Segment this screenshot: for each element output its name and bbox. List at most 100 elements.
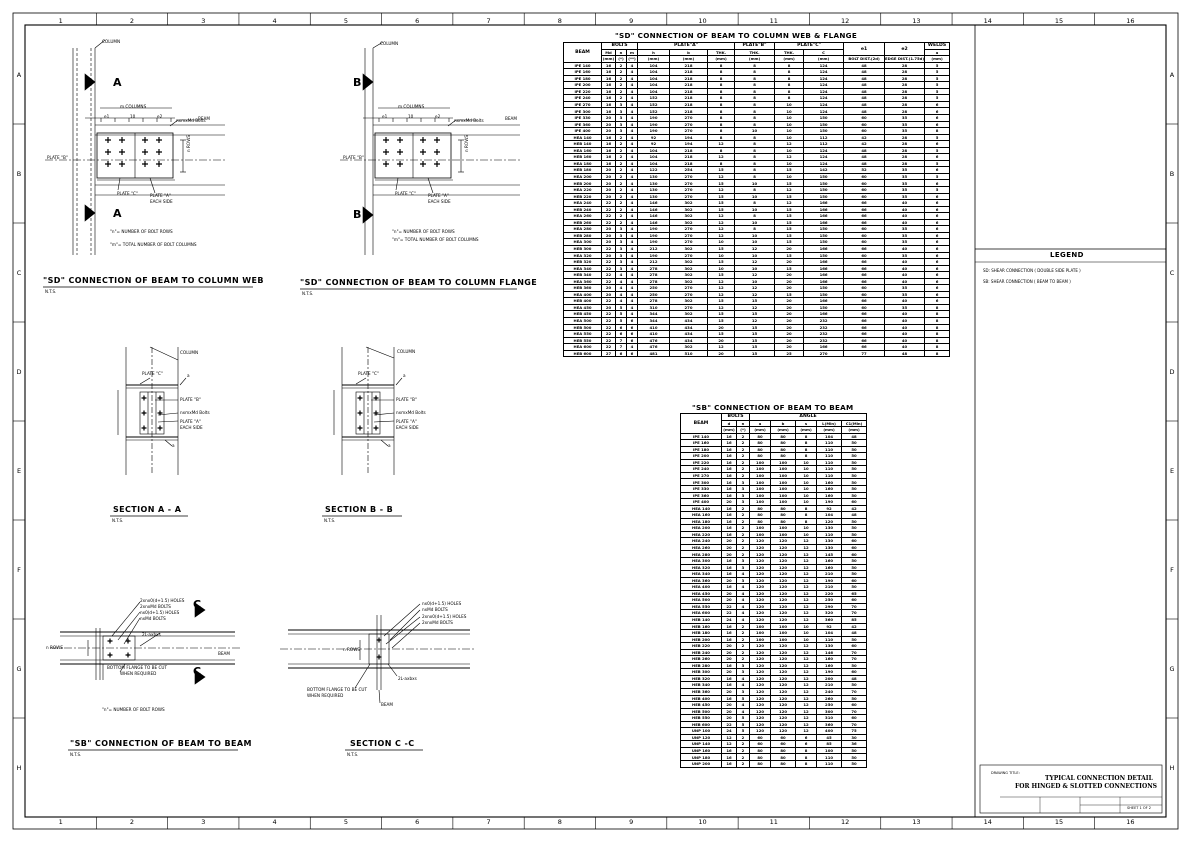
bolt-icon [142, 137, 148, 143]
table-cell: 481 [637, 349, 670, 358]
sd-unit-cell: (mm) [601, 55, 616, 63]
bolt-icon [383, 161, 389, 167]
table-cell: 166 [803, 218, 845, 227]
grid-row-label: D [16, 367, 22, 376]
table-cell: HEB 600 [563, 349, 602, 358]
web-e2-label: e2 [157, 114, 163, 119]
grid-column-label: 15 [1054, 17, 1064, 25]
web-plate-c-label: PLATE "C" [117, 191, 138, 196]
table-cell: 6 [924, 140, 951, 148]
web-bolts-label: nxmxMd Bolts [176, 118, 206, 123]
secC-holes2-label: 2xnx0(d+1.5) HOLES [422, 614, 467, 619]
table-cell: 50 [841, 760, 868, 768]
bolt-icon [142, 161, 148, 167]
table-cell: 166 [803, 205, 845, 214]
sd-group-header: e1 [843, 41, 886, 57]
table-cell: 8 [706, 146, 736, 155]
web-d10-label: 10 [130, 114, 136, 119]
secA-each-side-label: EACH SIDE [180, 425, 203, 430]
secB-each-side-label: EACH SIDE [396, 425, 419, 430]
grid-row-label: C [16, 268, 22, 277]
sb-group-header: BEAM [680, 413, 722, 434]
grid-row-label: A [16, 70, 22, 79]
sd-group-header: e2 [884, 41, 926, 57]
section-b-marker-top: B [353, 76, 362, 89]
bolt-icon [397, 149, 403, 155]
flange-e2-label: e2 [435, 114, 441, 119]
table-cell: 150 [803, 179, 845, 187]
grid-column-label: 11 [769, 17, 778, 25]
table-cell: 8 [706, 133, 736, 142]
secA-a-label-bottom: a [172, 443, 175, 448]
web-plate-a-label: PLATE "A" [150, 193, 171, 198]
sb-table-title: "SB" CONNECTION OF BEAM TO BEAM [692, 403, 854, 412]
grid-row-label: B [16, 169, 22, 178]
sb-n-rows-label: n ROWS [46, 645, 63, 650]
table-cell: 6 [924, 153, 951, 161]
table-cell: 12 [706, 172, 736, 181]
table-cell: 6 [924, 199, 951, 207]
bolt-icon [357, 425, 363, 431]
grid-column-label: 16 [1126, 17, 1135, 25]
sb-view-title: "SB" CONNECTION OF BEAM TO BEAM [70, 739, 252, 748]
sb-unit-cell: (mm) [721, 426, 737, 434]
drawing-title-label: DRAWING TITLE: [991, 771, 1020, 775]
table-cell: 12 [706, 225, 736, 233]
table-cell: 142 [803, 166, 845, 174]
flange-beam-label: BEAM [505, 116, 517, 121]
grid-column-label: 4 [272, 818, 277, 826]
flange-m-columns-label: m COLUMNS [398, 104, 425, 109]
bolt-icon [434, 161, 440, 167]
table-cell: 6 [924, 231, 951, 240]
web-each-side-label: EACH SIDE [150, 199, 173, 204]
sheet-number: SHEET 1 OF 2 [1127, 806, 1151, 810]
web-m-columns-label: m COLUMNS [120, 104, 147, 109]
table-cell: 8 [706, 127, 736, 135]
web-view-title: "SD" CONNECTION OF BEAM TO COLUMN WEB [43, 276, 264, 285]
table-cell: 6 [924, 212, 951, 220]
bolt-icon [434, 137, 440, 143]
section-c-marker-top: C [193, 598, 202, 611]
secB-view-title: SECTION B - B [325, 505, 394, 514]
table-cell: 15 [706, 244, 736, 253]
bolt-icon [420, 161, 426, 167]
grid-column-label: 10 [698, 17, 707, 25]
bolt-icon [373, 395, 379, 401]
flange-each-side-label: EACH SIDE [428, 199, 451, 204]
sb-beam-label: BEAM [218, 651, 230, 656]
secB-a-label-bottom: a [388, 443, 391, 448]
table-cell: 15 [706, 205, 736, 214]
secA-plate-b-label: PLATE "B" [180, 397, 201, 402]
grid-column-label: 5 [343, 818, 348, 826]
drawing-title-line2: FOR HINGED & SLOTTED CONNECTIONS [1015, 783, 1158, 790]
flange-view-title: "SD" CONNECTION OF BEAM TO COLUMN FLANGE [300, 278, 538, 287]
grid-row-label: E [1169, 466, 1175, 475]
secA-nts: N.T.S. [112, 518, 124, 523]
section-a-marker-bottom: A [113, 207, 122, 220]
table-cell: 166 [803, 212, 845, 220]
grid-column-label: 4 [272, 17, 277, 25]
grid-column-label: 13 [912, 17, 921, 25]
